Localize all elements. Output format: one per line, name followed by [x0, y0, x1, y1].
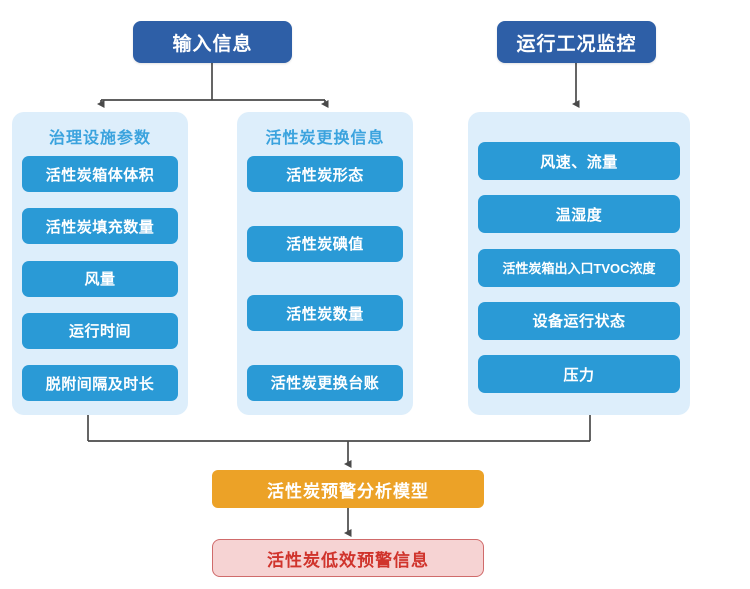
panel-title-facility-params: 治理设施参数	[48, 130, 151, 147]
item-carbon-box-volume[interactable]: 活性炭箱体体积	[22, 156, 178, 192]
panel-operation-monitoring: 风速、流量 温湿度 活性炭箱出入口TVOC浓度 设备运行状态 压力	[468, 112, 690, 415]
item-temperature-humidity[interactable]: 温湿度	[478, 195, 680, 234]
item-equipment-operating-status[interactable]: 设备运行状态	[478, 301, 680, 340]
panel-carbon-replacement: 活性炭更换信息 活性炭形态 活性炭碘值 活性炭数量 活性炭更换台账	[237, 112, 413, 415]
item-carbon-replacement-ledger[interactable]: 活性炭更换台账	[247, 364, 403, 401]
header-box-input-info[interactable]: 输入信息	[133, 21, 292, 63]
panel-monitoring-item-list: 风速、流量 温湿度 活性炭箱出入口TVOC浓度 设备运行状态 压力	[478, 142, 680, 393]
item-carbon-box-inlet-outlet-tvoc[interactable]: 活性炭箱出入口TVOC浓度	[478, 248, 680, 287]
item-wind-speed-flow[interactable]: 风速、流量	[478, 142, 680, 180]
panel-facility-params: 治理设施参数 活性炭箱体体积 活性炭填充数量 风量 运行时间 脱附间隔及时长	[12, 112, 188, 415]
item-carbon-iodine-value[interactable]: 活性炭碘值	[247, 225, 403, 262]
panel-facility-item-list: 活性炭箱体体积 活性炭填充数量 风量 运行时间 脱附间隔及时长	[22, 156, 178, 401]
panel-replacement-item-list: 活性炭形态 活性炭碘值 活性炭数量 活性炭更换台账	[247, 156, 403, 401]
panel-title-carbon-replacement: 活性炭更换信息	[265, 130, 385, 147]
alert-box-carbon-low-efficiency-warning[interactable]: 活性炭低效预警信息	[212, 539, 484, 577]
item-air-volume[interactable]: 风量	[22, 260, 178, 297]
model-box-carbon-alert-analysis[interactable]: 活性炭预警分析模型	[212, 470, 484, 508]
item-desorption-interval-duration[interactable]: 脱附间隔及时长	[22, 365, 178, 401]
item-carbon-quantity[interactable]: 活性炭数量	[247, 295, 403, 332]
item-carbon-fill-quantity[interactable]: 活性炭填充数量	[22, 208, 178, 245]
item-pressure[interactable]: 压力	[478, 355, 680, 393]
item-operating-time[interactable]: 运行时间	[22, 312, 178, 349]
item-carbon-form[interactable]: 活性炭形态	[247, 156, 403, 192]
header-box-operation-monitoring[interactable]: 运行工况监控	[497, 21, 656, 63]
